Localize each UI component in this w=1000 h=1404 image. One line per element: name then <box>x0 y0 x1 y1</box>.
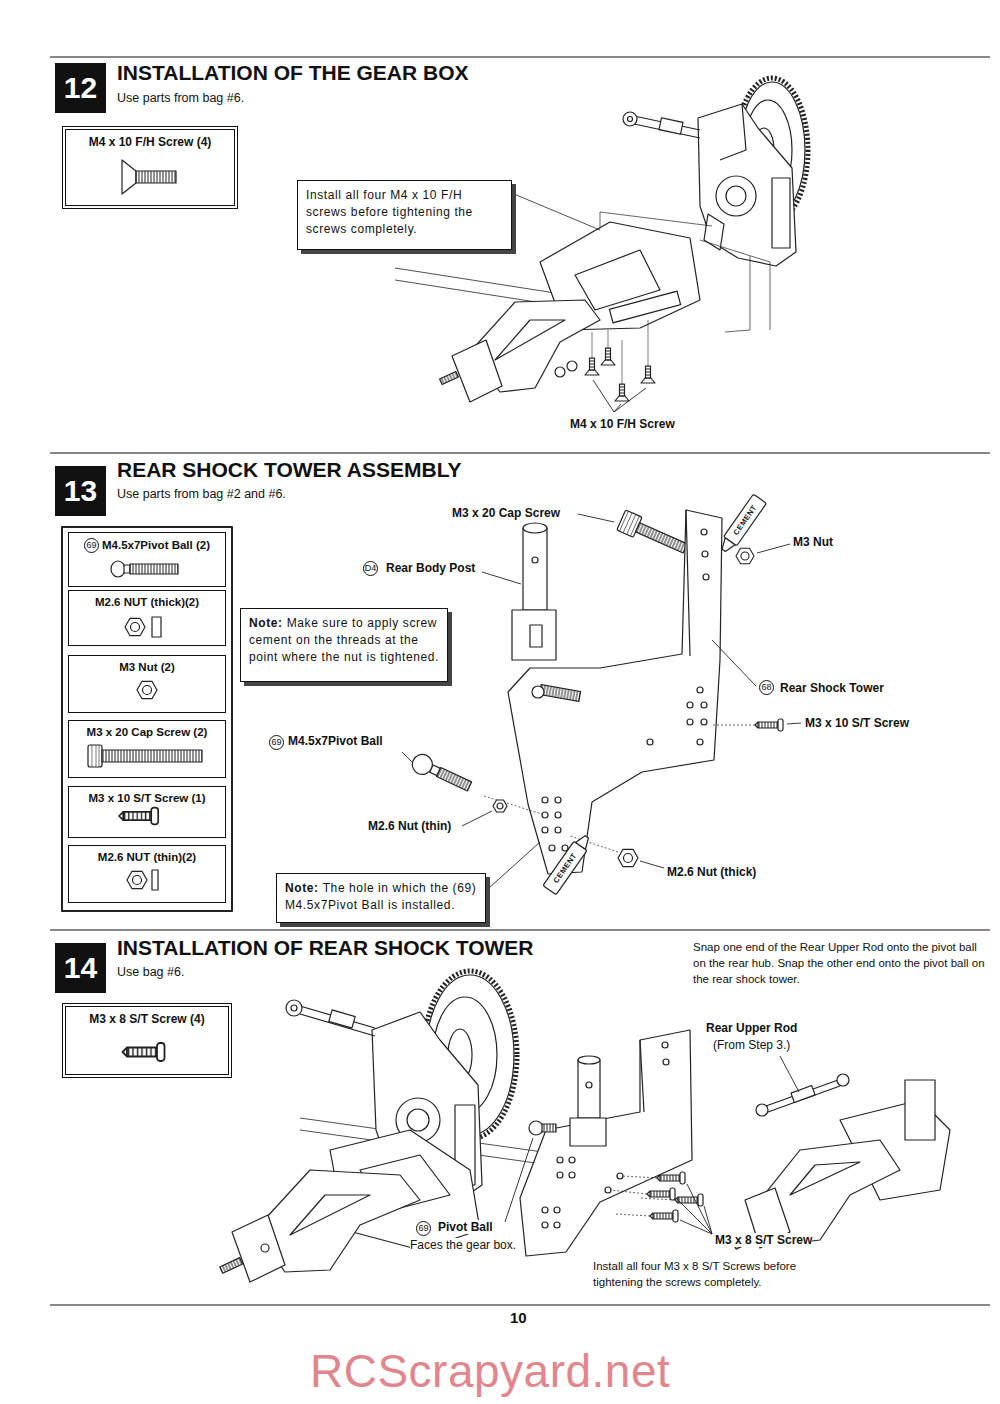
callout-number: 68 <box>759 680 774 695</box>
node-text-group: 69M4.5x7Pivot Ball (2) <box>69 538 225 553</box>
part-label: M3 Nut <box>793 535 833 549</box>
instruction-text: Snap one end of the Rear Upper Rod onto … <box>693 939 985 987</box>
part-label: M2.6 Nut (thick) <box>667 865 756 879</box>
parts-box: M4 x 10 F/H Screw (4) <box>62 126 238 209</box>
watermark: RCScrapyard.net <box>310 1344 670 1399</box>
note-box: Install all four M4 x 10 F/H screws befo… <box>297 180 512 250</box>
section-title: INSTALLATION OF THE GEAR BOX <box>117 60 469 85</box>
step-number: 13 <box>55 466 106 516</box>
section-rule <box>50 57 990 1305</box>
step-number: 14 <box>55 943 106 993</box>
part-label: M3 x 10 S/T Screw <box>805 716 909 730</box>
part-label: Rear Shock Tower <box>780 681 884 695</box>
callout-number: 69 <box>84 538 99 553</box>
note-text: Install all four M4 x 10 F/H screws befo… <box>306 188 473 236</box>
part-name: M4.5x7Pivot Ball (2) <box>102 539 210 551</box>
note-text: Note: <box>285 881 319 895</box>
part-label: M3 x 8 S/T Screw <box>715 1233 812 1247</box>
section-title: INSTALLATION OF REAR SHOCK TOWER <box>117 935 533 960</box>
node-text-group: Note:Make sure to apply screw cement on … <box>249 615 439 665</box>
node-text-group: M2.6 NUT (thick)(2) <box>69 596 225 608</box>
part-label: M3 x 20 Cap Screw <box>452 506 560 520</box>
note-box: Note:Make sure to apply screw cement on … <box>240 608 448 682</box>
node-text-group: M3 x 10 S/T Screw (1) <box>69 792 225 804</box>
installation-figure <box>220 971 950 1282</box>
cement-tube-label: CEMENT <box>551 851 578 885</box>
bag-note: Use parts from bag #6. <box>117 91 244 106</box>
parts-box: M3 x 8 S/T Screw (4) <box>62 1003 232 1078</box>
part-name: M2.6 NUT (thick)(2) <box>95 596 199 608</box>
callout-number: 69 <box>269 735 284 750</box>
part-label: M2.6 Nut (thin) <box>368 819 451 833</box>
node-text-group: 12 <box>64 71 97 105</box>
shock-tower-figure <box>402 494 801 895</box>
step-number: 12 <box>55 63 106 113</box>
step-number-text: 12 <box>64 71 97 104</box>
cement-tube-label: CEMENT <box>731 503 758 537</box>
part-name: M2.6 NUT (thin)(2) <box>98 851 196 863</box>
node-text-group: 14 <box>64 951 97 985</box>
page-number: 10 <box>510 1309 527 1327</box>
bag-note: Use parts from bag #2 and #6. <box>117 487 286 502</box>
parts-box: M3 Nut (2) <box>68 655 226 713</box>
parts-box: M3 x 20 Cap Screw (2) <box>68 720 226 778</box>
node-text-group: M3 x 8 S/T Screw (4) <box>66 1012 228 1026</box>
node-text-group: Install all four M4 x 10 F/H screws befo… <box>306 187 503 237</box>
part-label: Rear Upper Rod <box>706 1021 797 1035</box>
parts-box: 69M4.5x7Pivot Ball (2) <box>68 532 226 587</box>
note-box: Note:The hole in which the (69) M4.5x7Pi… <box>276 873 486 923</box>
parts-box: M2.6 NUT (thick)(2) <box>68 590 226 646</box>
part-name: M3 x 8 S/T Screw (4) <box>89 1012 204 1026</box>
section-title: REAR SHOCK TOWER ASSEMBLY <box>117 457 462 482</box>
node-text-group: M2.6 NUT (thin)(2) <box>69 851 225 863</box>
part-name: M3 x 20 Cap Screw (2) <box>87 726 208 738</box>
node-text-group: M3 Nut (2) <box>69 661 225 673</box>
node-text-group: M4 x 10 F/H Screw (4) <box>66 135 234 149</box>
callout-number: 69 <box>416 1221 431 1236</box>
part-note: (From Step 3.) <box>713 1038 790 1052</box>
node-text-group: Note:The hole in which the (69) M4.5x7Pi… <box>285 880 477 914</box>
node-text-group: M3 x 20 Cap Screw (2) <box>69 726 225 738</box>
parts-icons <box>62 160 232 1061</box>
part-name: M3 Nut (2) <box>119 661 175 673</box>
callout-number: D4 <box>363 561 378 576</box>
step-number-text: 13 <box>64 474 97 507</box>
part-label: M4 x 10 F/H Screw <box>570 417 675 431</box>
parts-box: M3 x 10 S/T Screw (1) <box>68 786 226 838</box>
part-name: M4 x 10 F/H Screw (4) <box>89 135 212 149</box>
bag-note: Use bag #6. <box>117 965 184 980</box>
note-text: Note: <box>249 616 283 630</box>
step-number-text: 14 <box>64 951 97 984</box>
parts-box: M2.6 NUT (thin)(2) <box>68 845 226 903</box>
part-label: M4.5x7Pivot Ball <box>288 734 383 748</box>
part-name: M3 x 10 S/T Screw (1) <box>89 792 206 804</box>
instruction-text: Install all four M3 x 8 S/T Screws befor… <box>593 1258 848 1290</box>
part-label: Pivot Ball <box>438 1220 493 1234</box>
part-note: Faces the gear box. <box>410 1238 516 1252</box>
part-label: Rear Body Post <box>386 561 475 575</box>
node-text-group: 13 <box>64 474 97 508</box>
